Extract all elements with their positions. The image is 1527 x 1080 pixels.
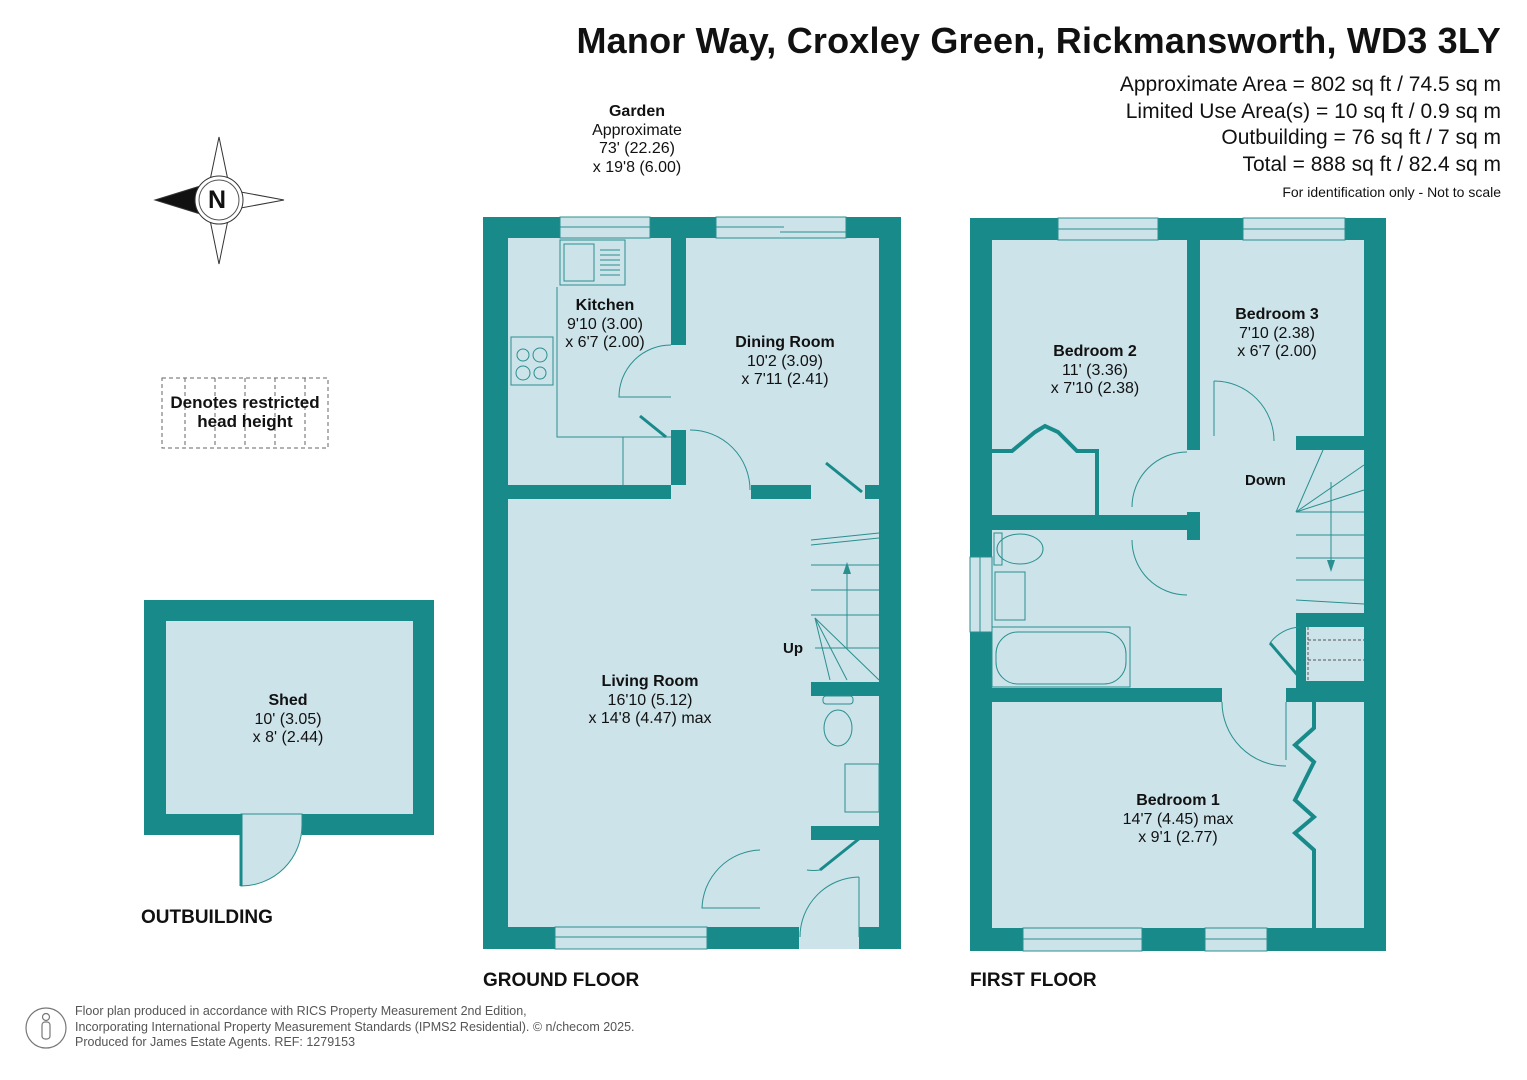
- room-name: Living Room: [601, 673, 699, 690]
- stairs-down-label: Down: [1245, 472, 1286, 489]
- room-label-bedroom-3: Bedroom 3 7'10 (2.38) x 6'7 (2.00): [1212, 306, 1342, 362]
- garden-name: Garden: [608, 103, 665, 120]
- room-dim2: x 7'10 (2.38): [1050, 380, 1140, 397]
- ground-floor-plan: [483, 216, 901, 950]
- room-label-kitchen: Kitchen 9'10 (3.00) x 6'7 (2.00): [545, 297, 665, 353]
- room-label-dining-room: Dining Room 10'2 (3.09) x 7'11 (2.41): [710, 334, 860, 390]
- room-dim2: x 8' (2.44): [252, 729, 324, 746]
- room-label-bedroom-2: Bedroom 2 11' (3.36) x 7'10 (2.38): [1020, 343, 1170, 399]
- limited-use-area: Limited Use Area(s) = 10 sq ft / 0.9 sq …: [1125, 99, 1501, 123]
- outbuilding-area: Outbuilding = 76 sq ft / 7 sq m: [1221, 126, 1501, 149]
- property-address: Manor Way, Croxley Green, Rickmansworth,…: [576, 20, 1501, 61]
- compass-icon: [153, 136, 285, 265]
- shed-plan: [144, 600, 434, 887]
- room-dim2: x 6'7 (2.00): [565, 334, 645, 351]
- garden-dim1: 73' (22.26): [599, 140, 675, 157]
- room-name: Bedroom 3: [1235, 306, 1319, 323]
- area-summary: Approximate Area = 802 sq ft / 74.5 sq m…: [1120, 72, 1501, 178]
- room-dim1: 14'7 (4.45) max: [1122, 810, 1234, 828]
- room-dim1: 11' (3.36): [1062, 361, 1128, 379]
- room-name: Dining Room: [735, 334, 835, 351]
- room-dim1: 10'2 (3.09): [747, 352, 823, 370]
- compass-north-label: N: [208, 186, 227, 214]
- footer-credits: Floor plan produced in accordance with R…: [75, 1004, 635, 1051]
- room-dim2: x 7'11 (2.41): [741, 371, 829, 388]
- room-dim1: 16'10 (5.12): [607, 691, 693, 709]
- room-dim1: 9'10 (3.00): [567, 315, 643, 333]
- garden-approx: Approximate: [592, 121, 682, 139]
- scale-disclaimer: For identification only - Not to scale: [1282, 184, 1501, 200]
- person-icon: [25, 1007, 67, 1049]
- garden-label: Garden Approximate 73' (22.26) x 19'8 (6…: [567, 103, 707, 177]
- room-label-shed: Shed 10' (3.05) x 8' (2.44): [208, 692, 368, 748]
- room-label-bedroom-1: Bedroom 1 14'7 (4.45) max x 9'1 (2.77): [1103, 792, 1253, 848]
- room-dim2: x 9'1 (2.77): [1138, 829, 1218, 846]
- room-dim1: 10' (3.05): [254, 710, 322, 728]
- room-dim2: x 14'8 (4.47) max: [588, 710, 712, 727]
- restricted-height-legend: Denotes restricted head height: [170, 393, 320, 431]
- restricted-height-legend-box: [161, 377, 329, 449]
- first-floor-plan: [969, 217, 1386, 952]
- footer-line-3: Produced for James Estate Agents. REF: 1…: [75, 1035, 356, 1049]
- ground-floor-label: GROUND FLOOR: [483, 970, 640, 991]
- total-area: Total = 888 sq ft / 82.4 sq m: [1242, 152, 1501, 176]
- footer-line-2: Incorporating International Property Mea…: [75, 1019, 635, 1034]
- room-dim1: 7'10 (2.38): [1239, 324, 1315, 342]
- first-floor-label: FIRST FLOOR: [970, 970, 1097, 991]
- room-name: Kitchen: [575, 297, 635, 314]
- room-dim2: x 6'7 (2.00): [1237, 343, 1317, 360]
- room-name: Bedroom 2: [1053, 343, 1137, 360]
- room-name: Bedroom 1: [1136, 792, 1220, 809]
- stairs-up-label: Up: [783, 640, 803, 657]
- outbuilding-label: OUTBUILDING: [141, 907, 273, 928]
- garden-dim2: x 19'8 (6.00): [592, 158, 682, 176]
- room-label-living-room: Living Room 16'10 (5.12) x 14'8 (4.47) m…: [565, 673, 735, 729]
- footer-line-1: Floor plan produced in accordance with R…: [75, 1004, 527, 1018]
- room-name: Shed: [268, 692, 308, 709]
- approximate-area: Approximate Area = 802 sq ft / 74.5 sq m: [1119, 73, 1501, 96]
